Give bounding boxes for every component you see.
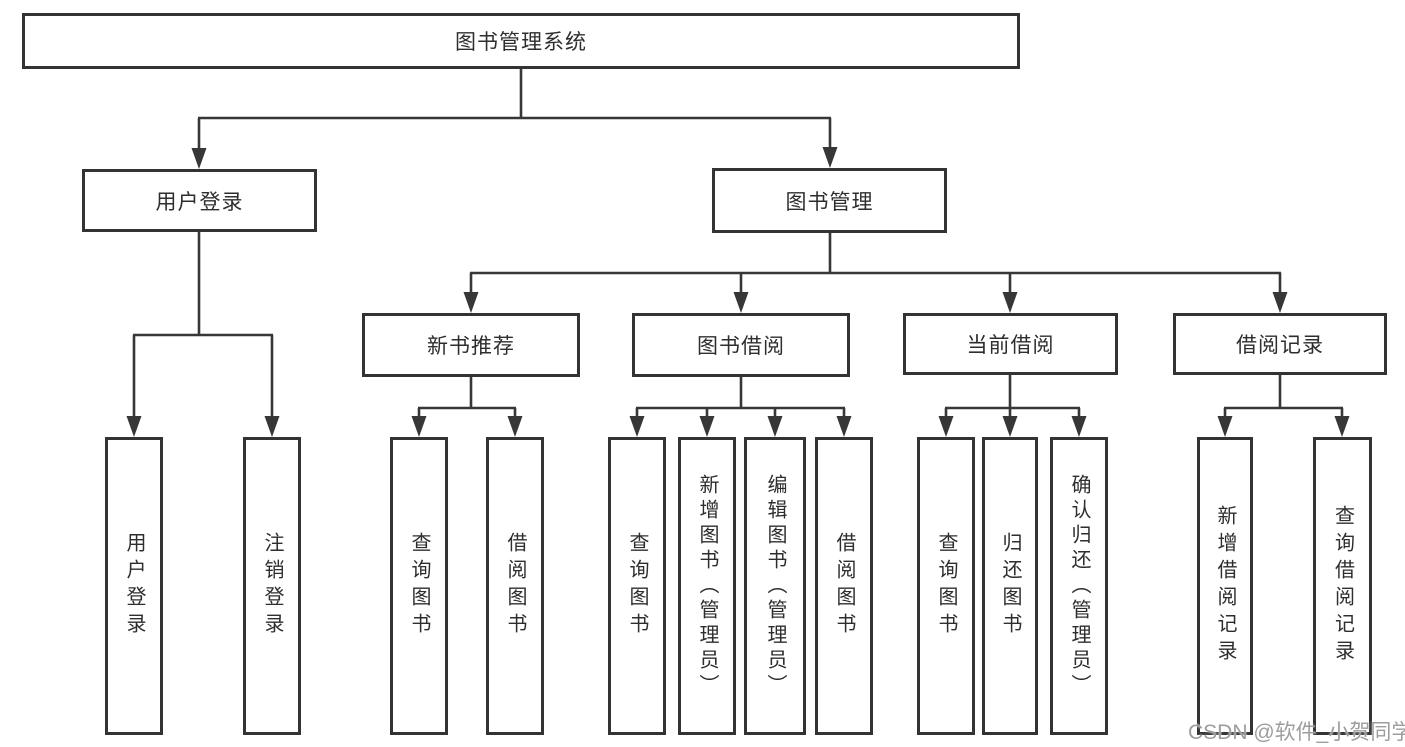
node-label: 当前借阅	[966, 334, 1055, 357]
csdn-watermark: CSDN @软件_小贺同学	[1188, 721, 1405, 744]
node-label: 图书借阅	[697, 335, 785, 358]
node-label: 编辑图书（管理员）	[764, 473, 786, 699]
node-label: 新增图书（管理员）	[696, 473, 718, 699]
node-leaf-user-login: 用户登录	[105, 437, 163, 735]
node-label: 借阅图书	[833, 532, 855, 640]
arrowheads	[126, 147, 1350, 437]
node-leaf-add-borrow-record: 新增借阅记录	[1197, 437, 1253, 735]
node-label: 新增借阅记录	[1214, 505, 1236, 667]
node-book-borrowing: 图书借阅	[632, 313, 850, 377]
node-label: 查询图书	[626, 532, 648, 640]
node-label: 图书管理	[785, 190, 874, 214]
node-leaf-query-books-3: 查询图书	[917, 437, 975, 735]
node-label: 查询图书	[935, 532, 957, 640]
node-leaf-borrow-books-1: 借阅图书	[486, 437, 544, 735]
node-leaf-return-books: 归还图书	[982, 437, 1038, 735]
node-leaf-query-borrow-record: 查询借阅记录	[1313, 437, 1372, 735]
node-label: 图书管理系统	[455, 31, 587, 54]
node-borrowing-records: 借阅记录	[1173, 313, 1387, 375]
node-label: 用户登录	[123, 532, 145, 640]
node-leaf-query-books-2: 查询图书	[608, 437, 666, 735]
node-user-login-branch: 用户登录	[82, 169, 317, 232]
node-new-book-recommendation: 新书推荐	[362, 313, 580, 377]
node-label: 借阅记录	[1236, 334, 1324, 357]
node-label: 注销登录	[261, 532, 283, 640]
node-leaf-confirm-return-admin: 确认归还（管理员）	[1050, 437, 1108, 735]
node-current-borrowing: 当前借阅	[903, 313, 1118, 375]
node-label: 确认归还（管理员）	[1068, 473, 1090, 699]
node-leaf-query-books-1: 查询图书	[390, 437, 448, 735]
node-label: 查询图书	[408, 532, 430, 640]
node-label: 借阅图书	[504, 532, 526, 640]
node-leaf-logout: 注销登录	[243, 437, 301, 735]
node-label: 查询借阅记录	[1331, 505, 1354, 667]
node-leaf-edit-books-admin: 编辑图书（管理员）	[744, 437, 806, 735]
node-label: 用户登录	[155, 190, 244, 214]
node-library-management-system: 图书管理系统	[22, 13, 1020, 69]
node-book-management-branch: 图书管理	[712, 168, 947, 233]
node-leaf-add-books-admin: 新增图书（管理员）	[678, 437, 736, 735]
node-label: 归还图书	[999, 532, 1021, 640]
node-leaf-borrow-books-2: 借阅图书	[815, 437, 873, 735]
node-label: 新书推荐	[427, 335, 515, 358]
